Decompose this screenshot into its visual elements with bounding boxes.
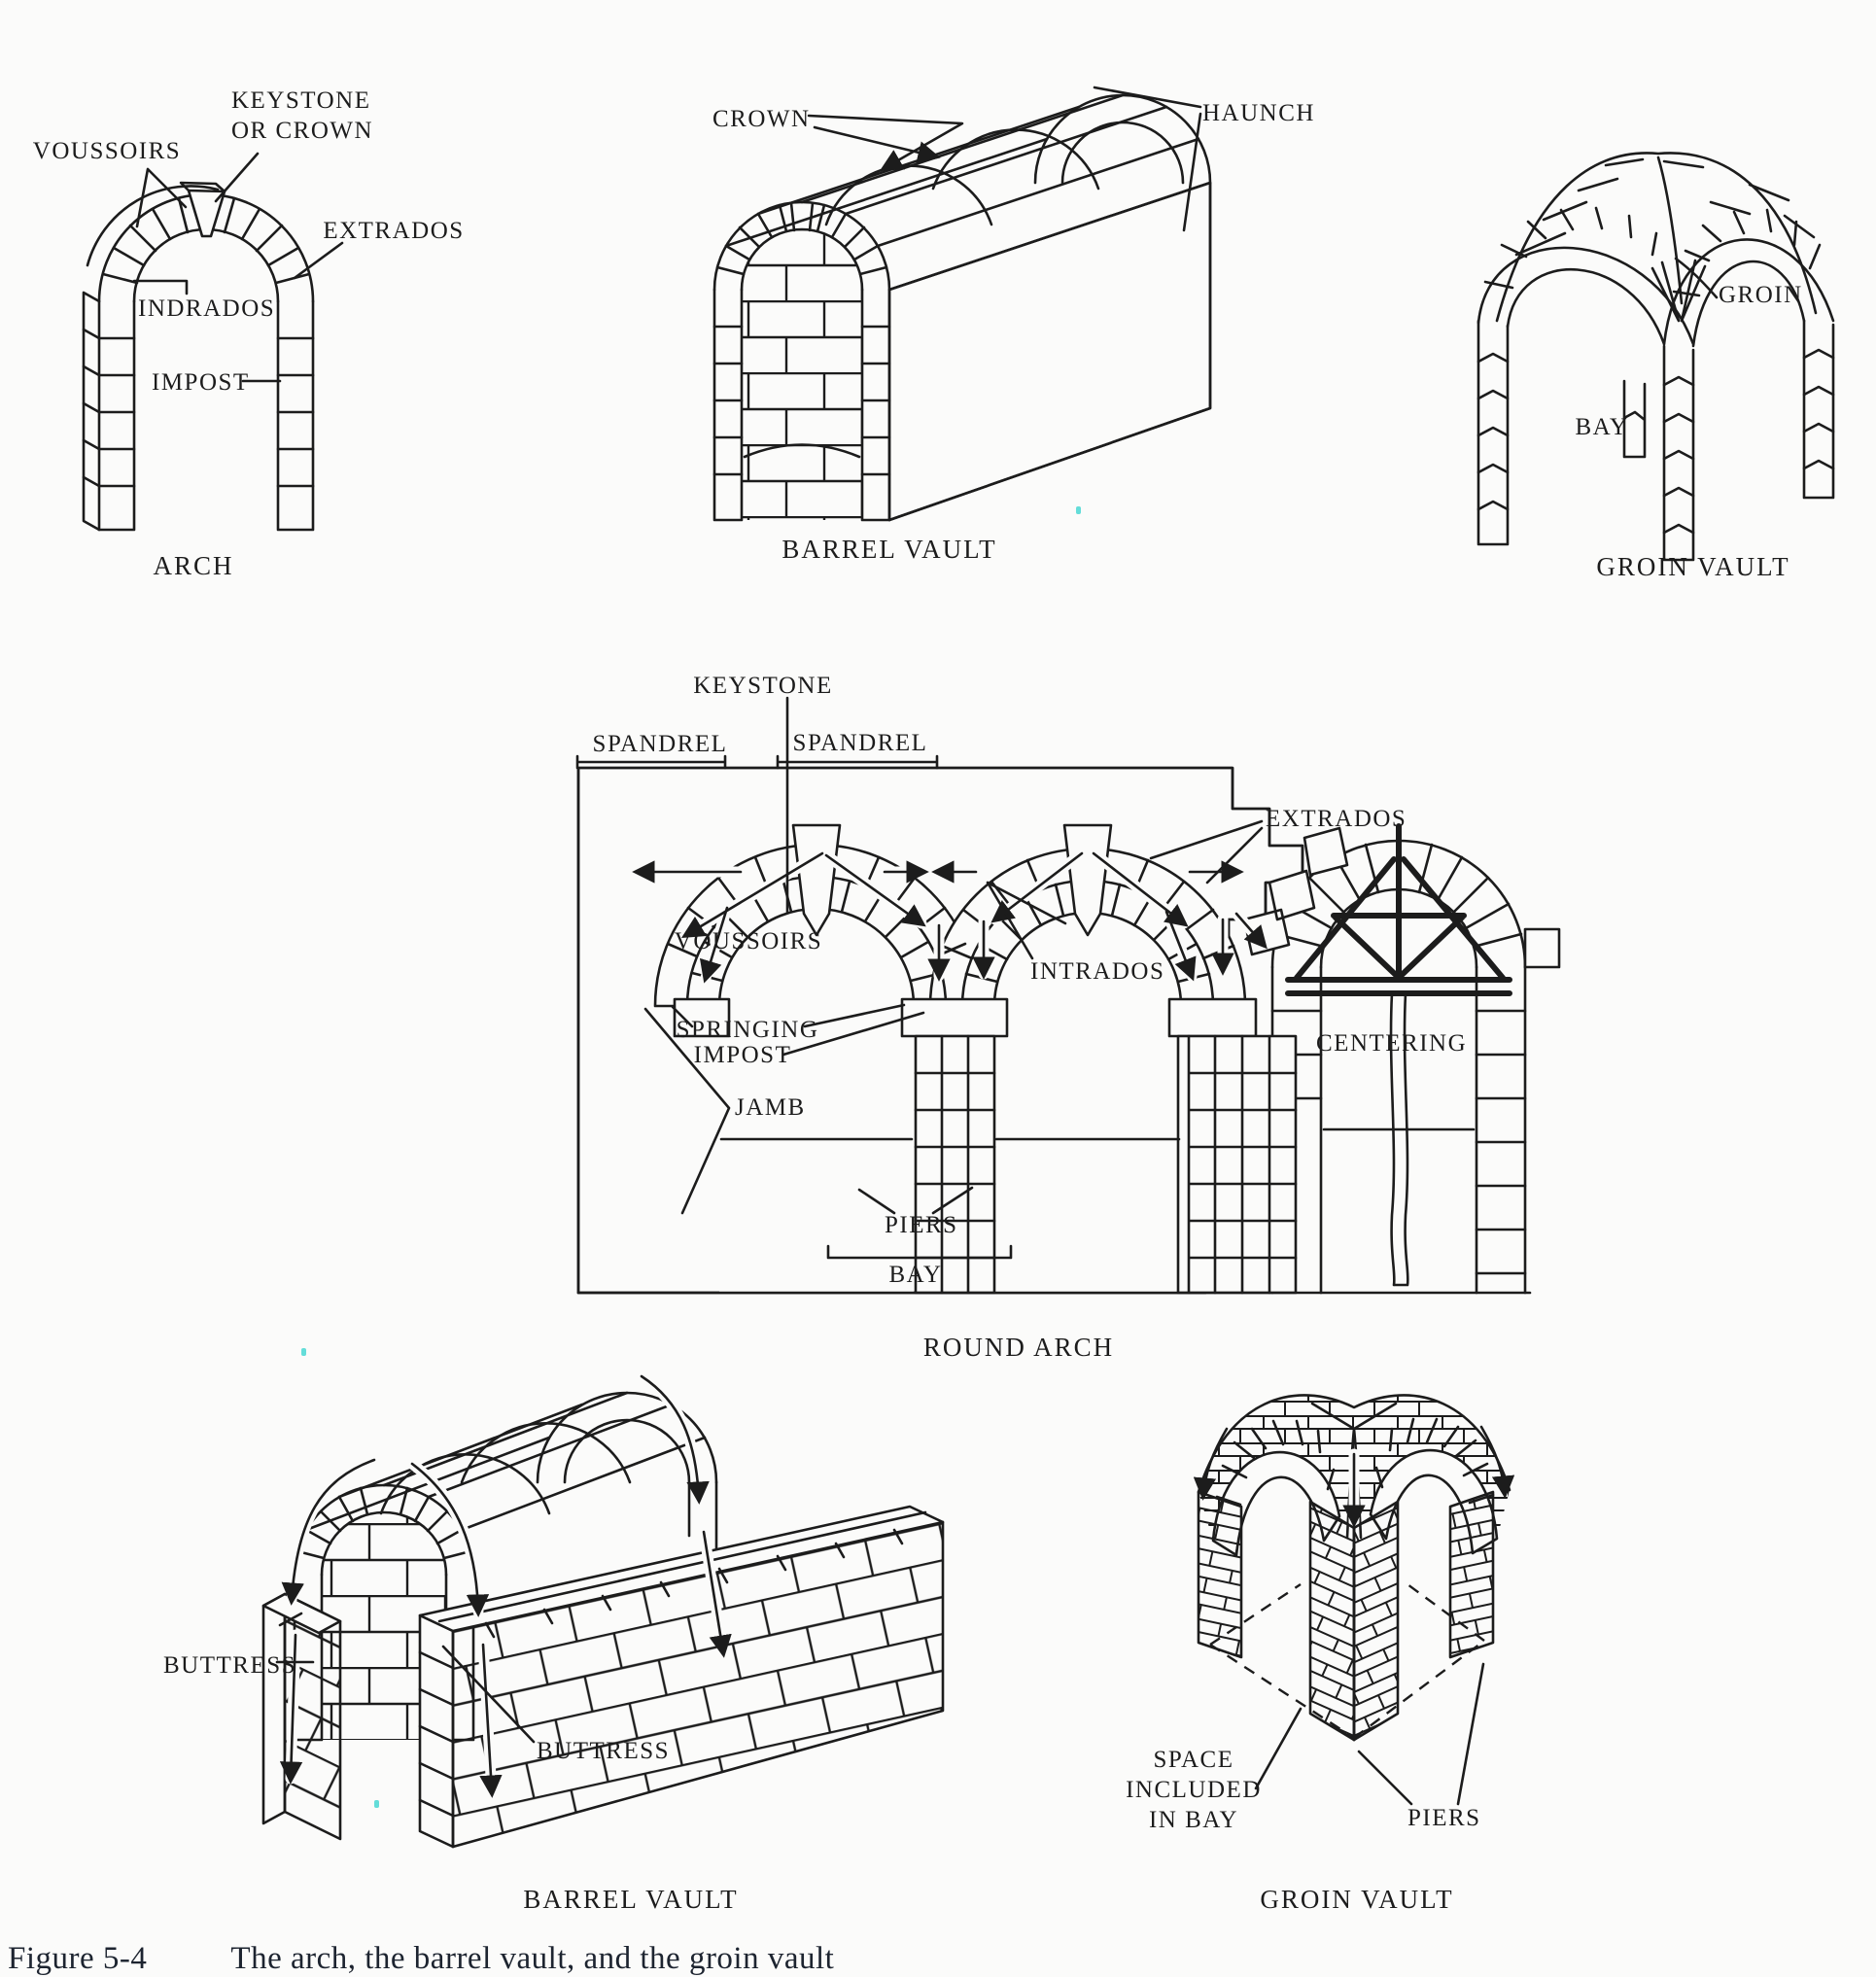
round-arch-label-extrados: EXTRADOS — [1266, 806, 1407, 832]
arch-drawing — [82, 152, 344, 532]
round-arch-label-bay: BAY — [888, 1262, 943, 1288]
groin-vault-top-caption: GROIN VAULT — [1596, 552, 1790, 581]
groin-vault-bottom-label-piers: PIERS — [1407, 1805, 1481, 1831]
barrel-vault-bottom-drawing — [261, 1370, 945, 1849]
round-arch-label-intrados: INTRADOS — [1030, 958, 1165, 985]
barrel-vault-top-label-crown: CROWN — [712, 106, 811, 132]
scan-artifact — [1076, 506, 1081, 514]
round-arch-label-voussoirs: VOUSSOIRS — [674, 928, 823, 954]
round-arch-label-keystone: KEYSTONE — [693, 673, 833, 699]
figure-caption-number: Figure 5-4 — [8, 1941, 148, 1976]
scan-artifact — [374, 1800, 379, 1808]
scan-artifact — [301, 1348, 306, 1356]
arch-caption: ARCH — [153, 551, 234, 580]
arch-label-indrados: INDRADOS — [138, 295, 276, 322]
round-arch-label-centering: CENTERING — [1316, 1030, 1468, 1057]
figure-caption: Figure 5-4 The arch, the barrel vault, an… — [8, 1941, 834, 1977]
figure-caption-text: The arch, the barrel vault, and the groi… — [230, 1941, 835, 1976]
groin-vault-bottom-label-space-included-in-bay: SPACE INCLUDED IN BAY — [1126, 1747, 1262, 1833]
arch-label-voussoirs: VOUSSOIRS — [32, 138, 182, 164]
groin-vault-bottom-drawing — [1193, 1394, 1515, 1806]
round-arch-label-impost: IMPOST — [693, 1042, 792, 1068]
barrel-vault-bottom-caption: BARREL VAULT — [523, 1885, 739, 1914]
barrel-vault-top-drawing — [712, 86, 1212, 522]
round-arch-label-springing: SPRINGING — [676, 1017, 819, 1043]
groin-vault-top-drawing — [1476, 152, 1835, 562]
barrel-vault-bottom-label-buttress-left: BUTTRESS — [163, 1652, 297, 1679]
groin-vault-bottom-caption: GROIN VAULT — [1260, 1885, 1454, 1914]
round-arch-caption: ROUND ARCH — [922, 1333, 1115, 1362]
round-arch-label-spandrel-left: SPANDREL — [592, 731, 728, 757]
barrel-vault-top-caption: BARREL VAULT — [782, 535, 997, 564]
groin-vault-top-label-bay: BAY — [1575, 414, 1629, 440]
barrel-vault-bottom-label-buttress-right: BUTTRESS — [537, 1738, 671, 1764]
arch-label-impost: IMPOST — [152, 369, 250, 396]
barrel-vault-top-label-haunch: HAUNCH — [1202, 100, 1315, 126]
round-arch-drawing — [575, 696, 1561, 1295]
round-arch-label-piers: PIERS — [885, 1212, 958, 1238]
round-arch-label-spandrel-right: SPANDREL — [792, 730, 928, 756]
arch-label-keystone-or-crown: KEYSTONE OR CROWN — [231, 87, 374, 144]
groin-vault-top-label-groin: GROIN — [1719, 282, 1803, 308]
arch-label-extrados: EXTRADOS — [323, 218, 465, 244]
round-arch-label-jamb: JAMB — [735, 1094, 806, 1121]
